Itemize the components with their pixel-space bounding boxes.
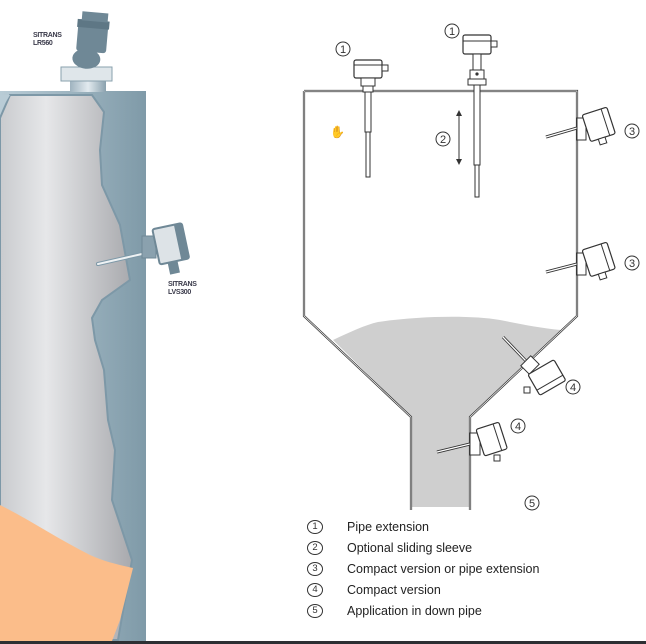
pipe-extension-sensor-1-icon: [353, 59, 389, 178]
legend-item: 2 Optional sliding sleeve: [307, 537, 539, 558]
legend-item: 5 Application in down pipe: [307, 600, 539, 621]
legend-number: 1: [307, 519, 323, 534]
legend-text: Application in down pipe: [347, 603, 482, 618]
legend-number: 3: [307, 561, 323, 576]
bottom-bar: [0, 641, 646, 644]
callout-1b: 1: [444, 23, 460, 39]
callout-5: 5: [524, 495, 540, 511]
vessel-diagram: ✋: [302, 23, 640, 511]
svg-text:1: 1: [449, 26, 455, 38]
svg-text:2: 2: [440, 134, 446, 146]
legend-text: Pipe extension: [347, 519, 430, 534]
callout-1a: 1: [335, 41, 351, 57]
radar-sensor-label-2: LR560: [33, 40, 53, 47]
vibrating-sensor-label-1: SITRANS: [168, 281, 197, 288]
legend-item: 4 Compact version: [307, 579, 539, 600]
compact-sensor-cone-icon: [501, 335, 566, 396]
pipe-extension-sensor-2-icon: [462, 34, 498, 198]
svg-text:4: 4: [570, 382, 576, 394]
compact-sensor-pipe-icon: [436, 421, 508, 462]
svg-text:1: 1: [340, 44, 346, 56]
compact-sensor-lower-icon: [545, 241, 616, 281]
callout-3b: 3: [624, 255, 640, 271]
svg-text:5: 5: [529, 498, 535, 510]
radar-sensor-icon: [72, 11, 110, 69]
callout-4b: 4: [510, 418, 526, 434]
legend-number: 2: [307, 540, 323, 555]
legend-item: 3 Compact version or pipe extension: [307, 558, 539, 579]
silo-illustration: SITRANS LR560 SITRANS LVS300: [0, 11, 198, 641]
svg-text:3: 3: [629, 126, 635, 138]
legend-number: 4: [307, 582, 323, 597]
silo-material: [0, 505, 133, 641]
sliding-range-arrow-icon: [456, 110, 462, 165]
legend: 1 Pipe extension 2 Optional sliding slee…: [307, 516, 539, 621]
vessel-material: [333, 316, 561, 507]
silo-interior: [0, 94, 134, 641]
top-flange-base: [70, 81, 106, 92]
legend-number: 5: [307, 603, 323, 618]
legend-item: 1 Pipe extension: [307, 516, 539, 537]
hand-cursor-icon: ✋: [330, 125, 345, 139]
svg-text:4: 4: [515, 421, 521, 433]
callout-4a: 4: [565, 379, 581, 395]
legend-text: Optional sliding sleeve: [347, 540, 473, 555]
silo-wall-notch: [0, 95, 10, 112]
callout-3a: 3: [624, 123, 640, 139]
top-flange-plate: [60, 66, 113, 82]
callout-2: 2: [435, 131, 451, 147]
svg-text:3: 3: [629, 258, 635, 270]
vibrating-sensor-label-2: LVS300: [168, 289, 191, 296]
legend-text: Compact version: [347, 582, 441, 597]
radar-sensor-label-1: SITRANS: [33, 32, 62, 39]
vibrating-sensor-icon: [96, 222, 190, 275]
compact-sensor-upper-icon: [545, 106, 616, 146]
legend-text: Compact version or pipe extension: [347, 561, 540, 576]
